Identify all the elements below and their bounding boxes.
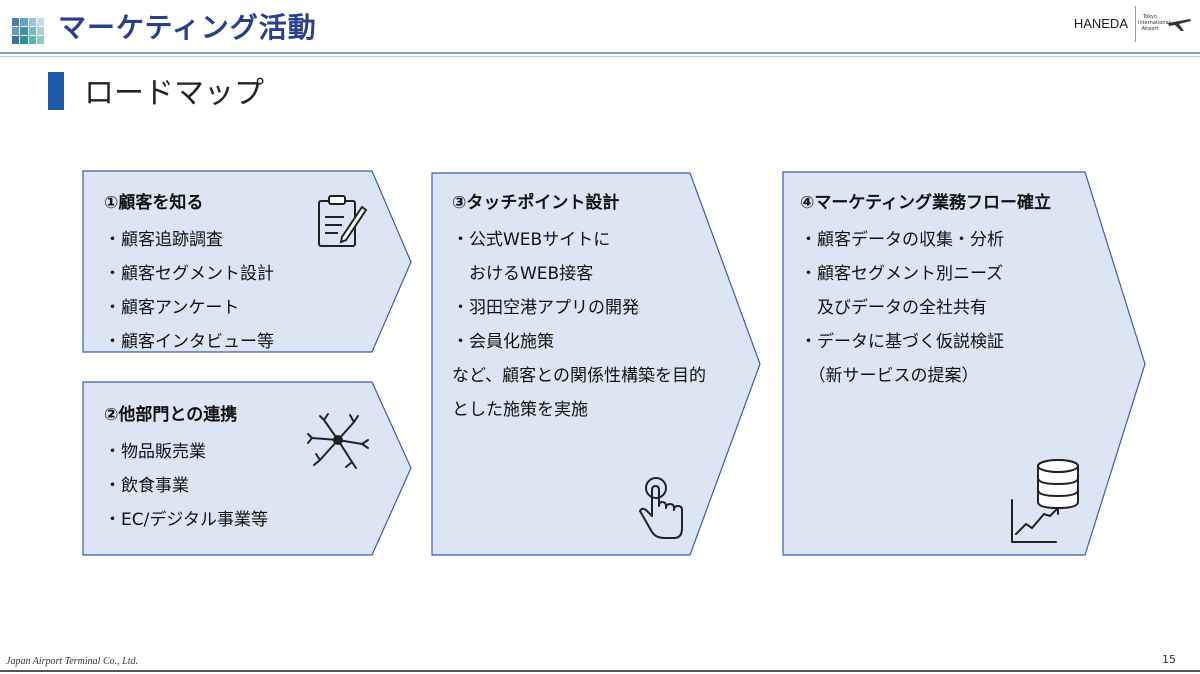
box2-heading: ②他部門との連携 — [104, 405, 238, 425]
brand-divider — [1135, 6, 1136, 42]
header-rule-thin — [0, 56, 1200, 57]
list-item: ・顧客追跡調査 — [104, 230, 223, 250]
list-item: ・物品販売業 — [104, 442, 206, 462]
section-title: ロードマップ — [84, 76, 264, 111]
page-title: マーケティング活動 — [58, 11, 317, 44]
list-item: ・顧客セグメント設計 — [104, 264, 274, 284]
box-cross-department: ②他部門との連携 ・物品販売業 ・飲食事業 ・EC/デジタル事業等 — [104, 400, 268, 537]
header-rule — [0, 52, 1200, 54]
box-know-customers: ①顧客を知る ・顧客追跡調査 ・顧客セグメント設計 ・顧客アンケート ・顧客イン… — [104, 188, 274, 359]
page-number: 15 — [1162, 653, 1176, 666]
section-marker — [48, 72, 64, 110]
brand-subtitle: Tokyo International Airport — [1138, 14, 1170, 32]
list-item: ・EC/デジタル事業等 — [104, 510, 268, 530]
box2-shape — [82, 381, 412, 556]
box-touchpoint-design: ③タッチポイント設計 ・公式WEBサイトに おけるWEB接客 ・羽田空港アプリの… — [452, 188, 706, 427]
body-text: など、顧客との関係性構築を目的 — [452, 366, 706, 386]
body-text: とした施策を実施 — [452, 400, 588, 420]
logo-grid-icon — [12, 18, 44, 44]
list-item: ・顧客セグメント別ニーズ — [800, 264, 1004, 284]
list-item: ・飲食事業 — [104, 476, 189, 496]
touch-hand-icon — [639, 477, 683, 539]
database-chart-icon — [1011, 459, 1079, 543]
list-item: ・顧客データの収集・分析 — [800, 230, 1004, 250]
box-marketing-workflow: ④マーケティング業務フロー確立 ・顧客データの収集・分析 ・顧客セグメント別ニー… — [800, 188, 1051, 393]
box4-heading: ④マーケティング業務フロー確立 — [800, 193, 1052, 213]
box3-heading: ③タッチポイント設計 — [452, 193, 620, 213]
list-item: ・羽田空港アプリの開発 — [452, 298, 639, 318]
teamwork-hands-icon — [307, 413, 369, 469]
airplane-icon — [1168, 19, 1191, 31]
list-item: おけるWEB接客 — [452, 264, 594, 284]
list-item: ・顧客インタビュー等 — [104, 332, 274, 352]
list-item: ・会員化施策 — [452, 332, 554, 352]
list-item: ・顧客アンケート — [104, 298, 240, 318]
list-item: ・公式WEBサイトに — [452, 230, 611, 250]
box3-shape — [431, 172, 761, 556]
box1-heading: ①顧客を知る — [104, 193, 204, 213]
brand-name: HANEDA — [1073, 16, 1128, 31]
list-item: 及びデータの全社共有 — [800, 298, 987, 318]
clipboard-icon — [318, 195, 368, 247]
footer-rule — [0, 670, 1200, 672]
list-item: （新サービスの提案） — [800, 366, 979, 386]
footer-company: Japan Airport Terminal Co., Ltd. — [6, 656, 138, 667]
list-item: ・データに基づく仮説検証 — [800, 332, 1004, 352]
